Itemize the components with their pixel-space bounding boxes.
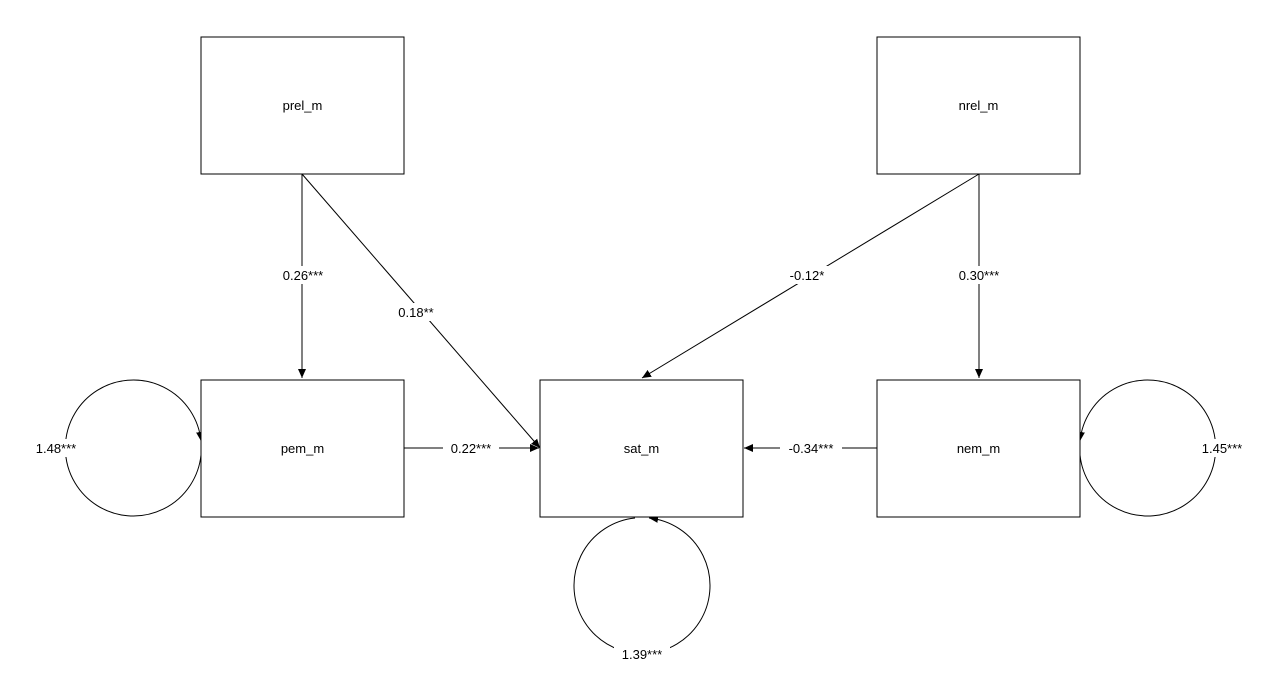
path-label-nrel-sat: -0.12* bbox=[790, 268, 825, 283]
variance-label-nem: 1.45*** bbox=[1202, 441, 1242, 456]
path-label-pem-sat: 0.22*** bbox=[451, 441, 491, 456]
node-sat: sat_m bbox=[539, 379, 744, 518]
path-label-nem-sat: -0.34*** bbox=[789, 441, 834, 456]
node-nrel: nrel_m bbox=[876, 36, 1081, 175]
variance-loop-sat bbox=[573, 514, 711, 655]
node-label-nrel: nrel_m bbox=[959, 98, 999, 113]
variance-label-pem: 1.48*** bbox=[36, 441, 76, 456]
variance-label-sat: 1.39*** bbox=[622, 647, 662, 662]
node-label-sat: sat_m bbox=[624, 441, 659, 456]
node-nem: nem_m bbox=[876, 379, 1081, 518]
path-label-prel-sat: 0.18** bbox=[398, 305, 433, 320]
path-label-prel-pem: 0.26*** bbox=[283, 268, 323, 283]
node-pem: pem_m bbox=[200, 379, 405, 518]
node-label-nem: nem_m bbox=[957, 441, 1000, 456]
path-label-nrel-nem: 0.30*** bbox=[959, 268, 999, 283]
node-prel: prel_m bbox=[200, 36, 405, 175]
node-label-pem: pem_m bbox=[281, 441, 324, 456]
node-label-prel: prel_m bbox=[283, 98, 323, 113]
variance-loop-pem bbox=[64, 379, 205, 517]
